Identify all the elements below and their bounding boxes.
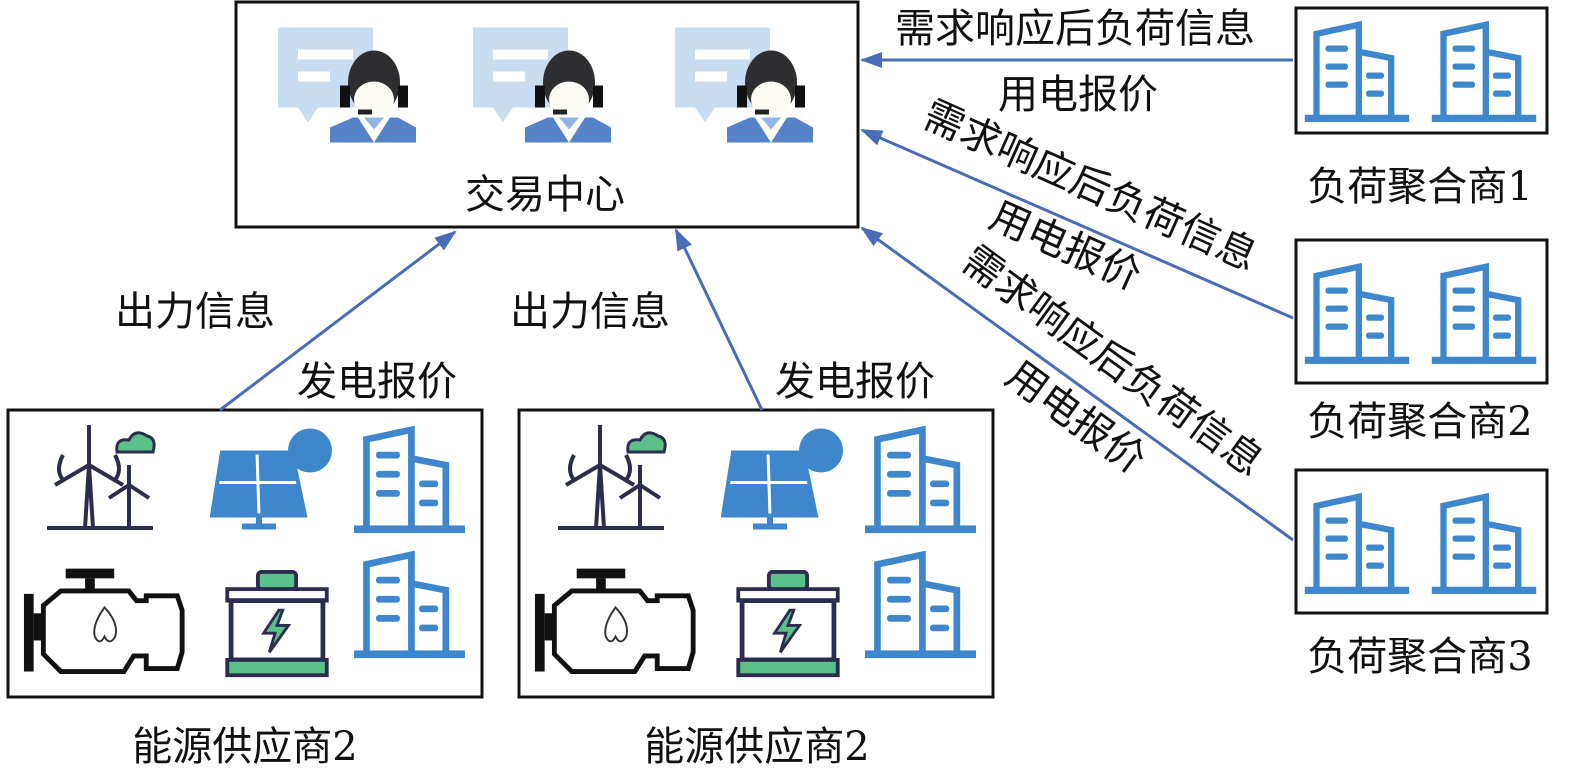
aggregator-2-arrow bbox=[860, 128, 1294, 320]
trading-center: 交易中心 bbox=[234, 0, 860, 229]
supplier-1-arrow bbox=[219, 230, 457, 412]
supplier-label: 能源供应商2 bbox=[644, 724, 869, 770]
output-info-label: 出力信息 bbox=[510, 289, 670, 335]
generation-bid-label: 发电报价 bbox=[297, 359, 457, 405]
aggregator-label: 负荷聚合商1 bbox=[1307, 164, 1532, 210]
energy-supplier-1: 能源供应商2 出力信息 发电报价 bbox=[6, 289, 484, 770]
aggregator-label: 负荷聚合商3 bbox=[1307, 634, 1532, 680]
battery-icon bbox=[738, 572, 837, 675]
supplier-label: 能源供应商2 bbox=[132, 724, 357, 770]
output-info-label: 出力信息 bbox=[115, 289, 275, 335]
load-aggregator-3: 负荷聚合商3 bbox=[1294, 468, 1549, 680]
load-info-label: 需求响应后负荷信息 bbox=[895, 6, 1255, 52]
aggregator-3-arrow bbox=[860, 226, 1294, 542]
aggregator-box bbox=[1294, 6, 1549, 135]
load-aggregator-1: 负荷聚合商1 bbox=[1294, 6, 1549, 210]
supplier-2-arrow bbox=[674, 228, 764, 411]
trading-center-label: 交易中心 bbox=[465, 172, 625, 218]
load-aggregator-2: 负荷聚合商2 bbox=[1294, 238, 1549, 445]
consumption-bid-label: 用电报价 bbox=[998, 72, 1158, 118]
battery-icon bbox=[227, 572, 326, 675]
energy-supplier-2: 能源供应商2 出力信息 发电报价 bbox=[510, 289, 995, 770]
generation-bid-label: 发电报价 bbox=[775, 359, 935, 405]
aggregator-label: 负荷聚合商2 bbox=[1307, 399, 1532, 445]
arrows bbox=[219, 52, 1294, 542]
